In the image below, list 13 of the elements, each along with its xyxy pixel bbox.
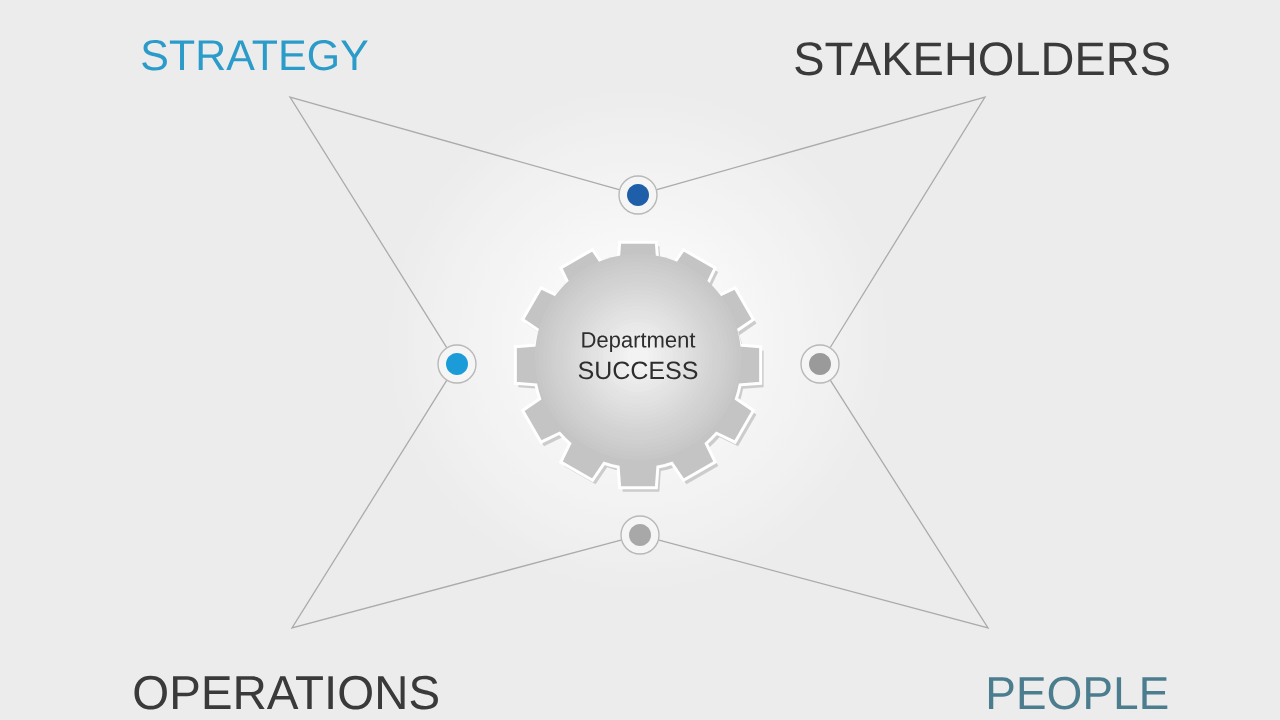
connector-line bbox=[658, 379, 990, 630]
connector-line bbox=[290, 380, 622, 630]
circle-node bbox=[437, 344, 477, 384]
connector-line bbox=[288, 95, 620, 348]
category-label: OPERATIONS bbox=[134, 675, 438, 710]
circle-node bbox=[620, 515, 660, 555]
gear: Department SUCCESS bbox=[513, 240, 764, 492]
circle-node bbox=[800, 344, 840, 384]
category-label: STRATEGY bbox=[142, 39, 368, 71]
category-label: PEOPLE bbox=[989, 676, 1168, 710]
connector-line bbox=[656, 95, 987, 348]
category-label: STAKEHOLDERS bbox=[795, 42, 1169, 76]
circle-node bbox=[618, 175, 658, 215]
